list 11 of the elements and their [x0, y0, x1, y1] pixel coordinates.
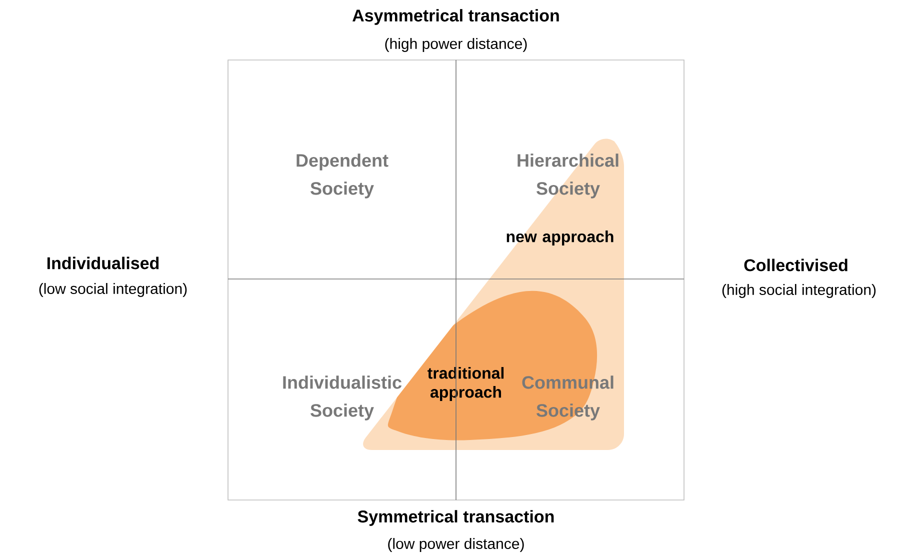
axis-label: Individualised: [47, 256, 159, 270]
quadrant-label: Dependent Society: [296, 154, 388, 198]
axis-label: Symmetrical transaction: [358, 510, 554, 526]
axis-label: Collectivised: [744, 258, 848, 272]
quadrant-label: Hierarchical Society: [518, 154, 618, 198]
axis-sublabel: (low social integration): [39, 283, 187, 297]
axis-sublabel: (low power distance): [388, 538, 524, 552]
axis-label: Asymmetrical transaction: [352, 9, 559, 25]
axis-sublabel: (high power distance): [385, 38, 527, 52]
quadrant-label: Individualistic Society: [283, 376, 402, 420]
axis-sublabel: (high social integration): [722, 284, 876, 298]
